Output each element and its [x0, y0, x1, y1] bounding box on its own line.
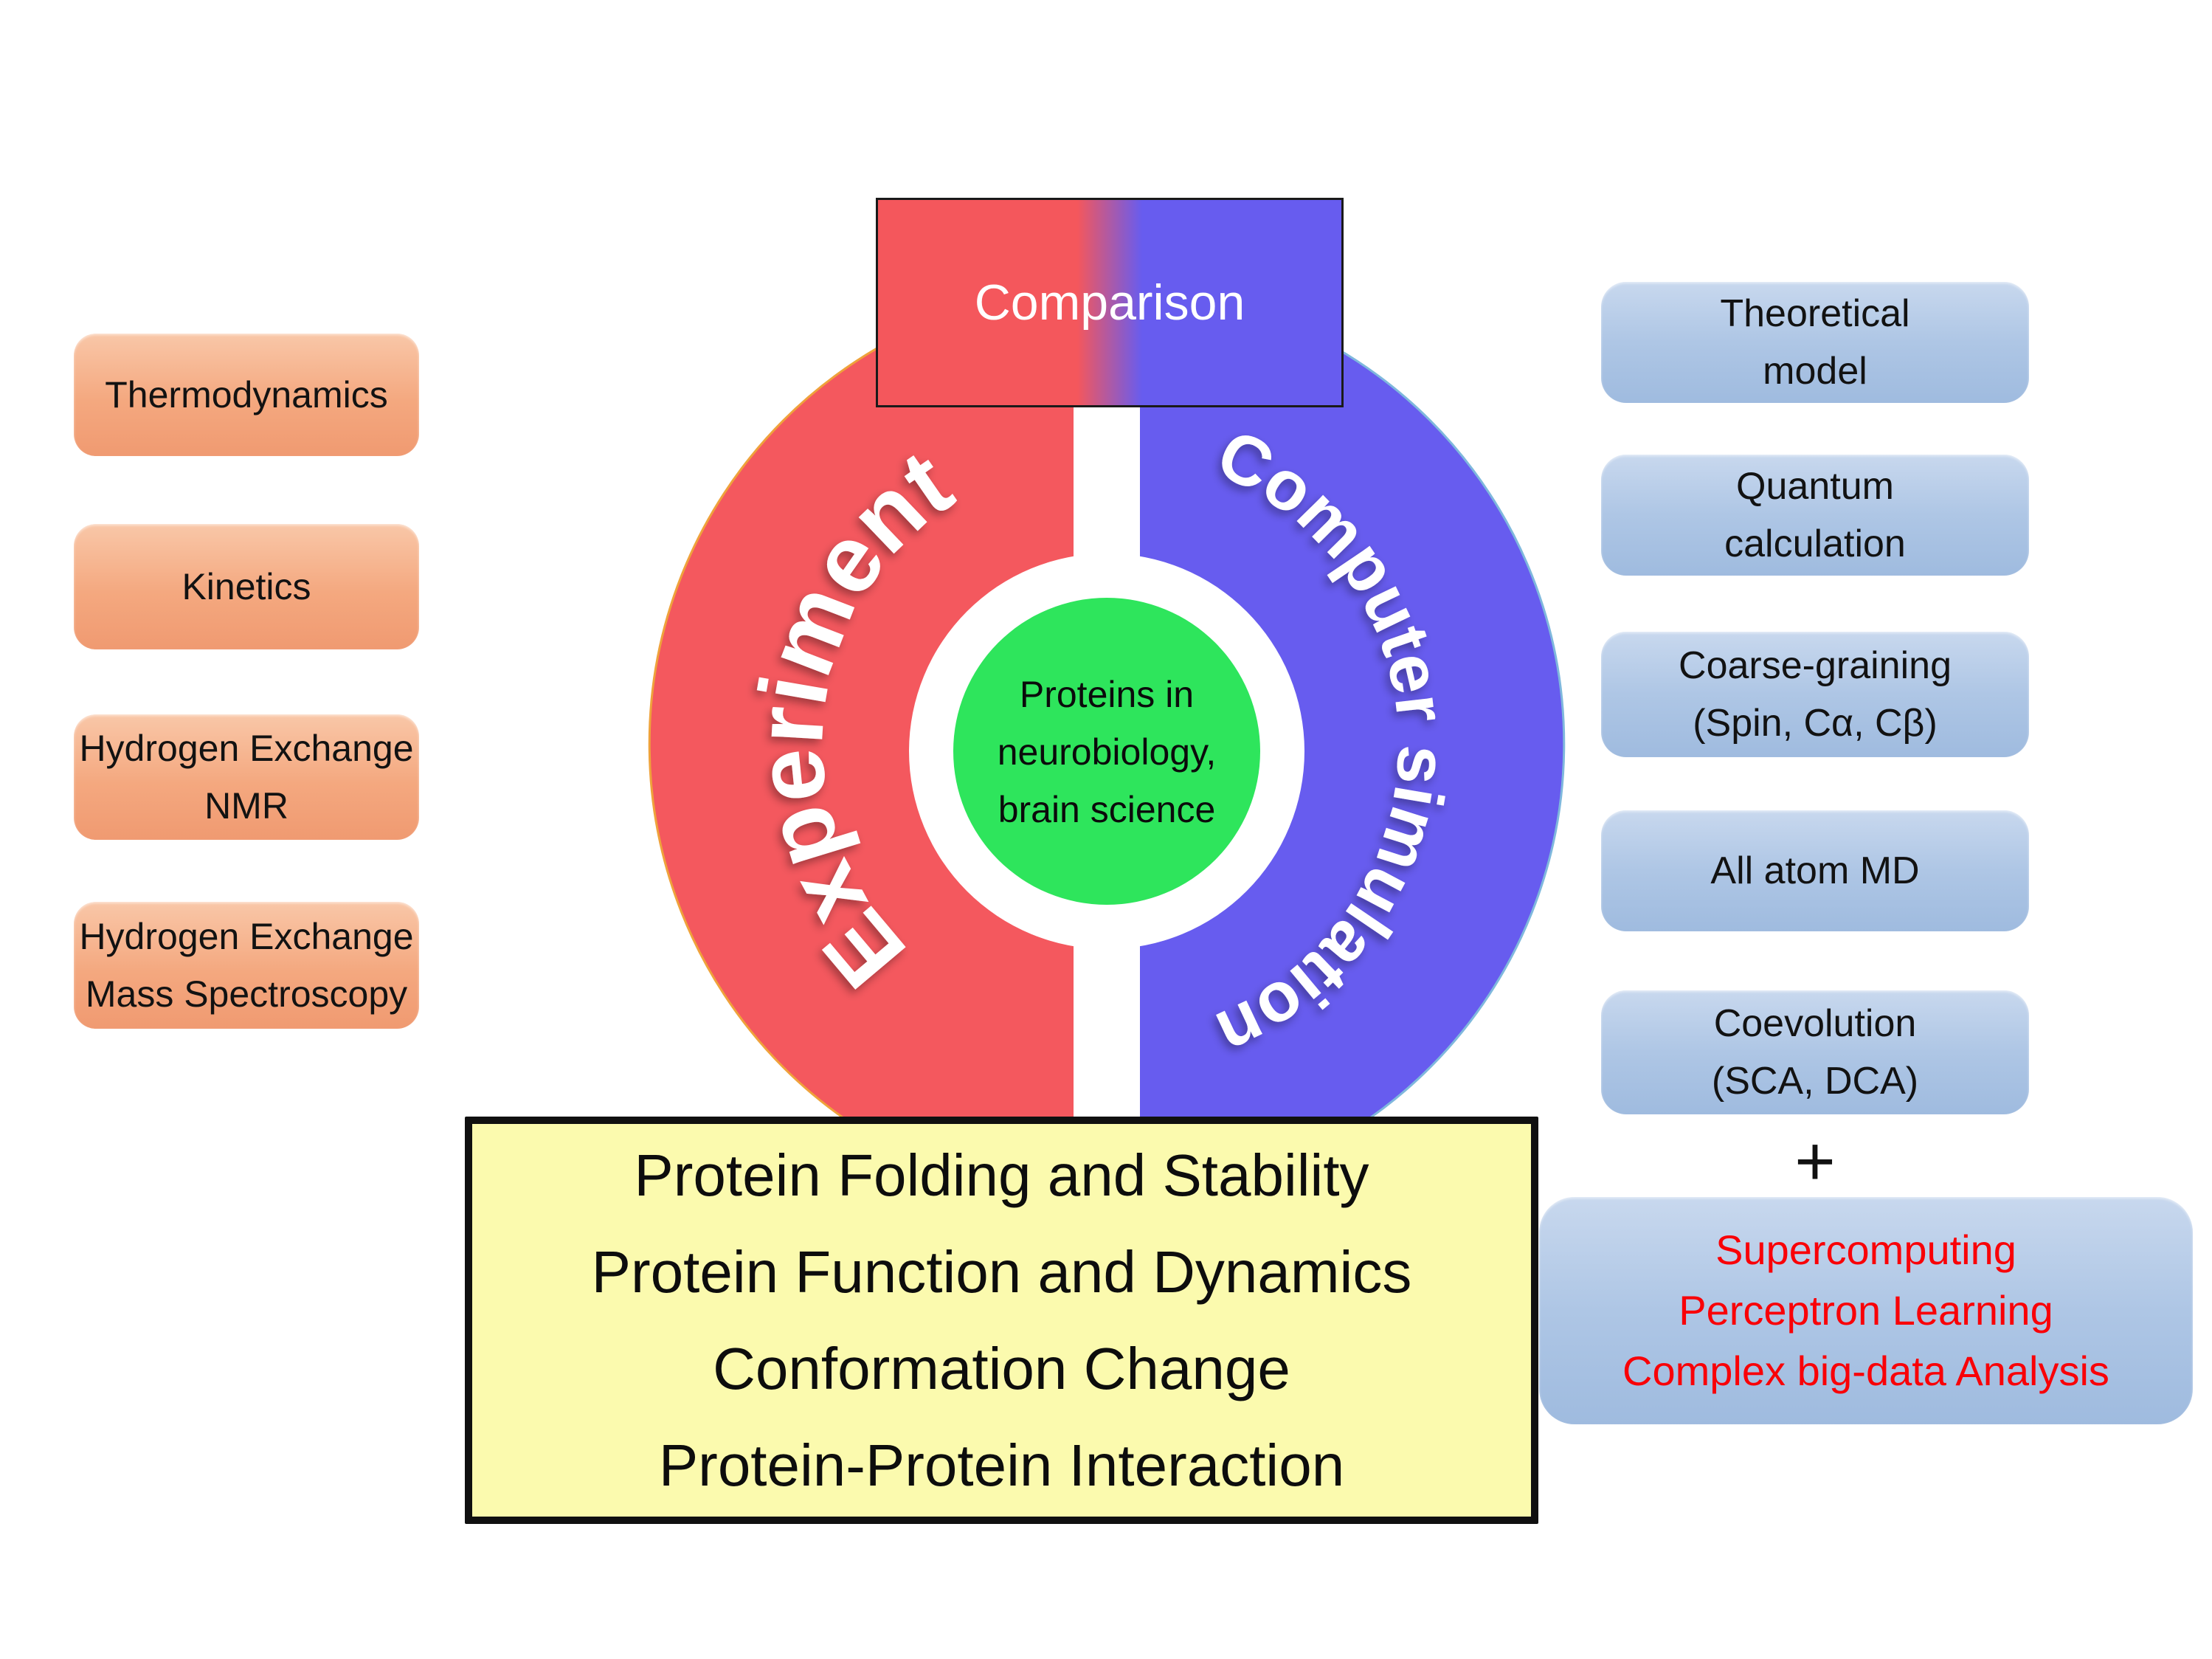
supercomputing-line: Complex big-data Analysis: [1622, 1348, 2109, 1394]
summary-line: Protein Folding and Stability: [634, 1142, 1369, 1208]
simulation-box-quantum-calculation: Quantum calculation: [1601, 455, 2029, 576]
simulation-box-coevolution: Coevolution (SCA, DCA): [1601, 990, 2029, 1114]
simulation-box-all-atom-md: All atom MD: [1601, 810, 2029, 931]
summary-line: Protein Function and Dynamics: [591, 1239, 1412, 1305]
experiment-box-thermodynamics: Thermodynamics: [74, 334, 419, 456]
simulation-box-label: calculation: [1724, 522, 1906, 565]
experiment-box-label: Kinetics: [182, 566, 311, 607]
simulation-box-label: (SCA, DCA): [1711, 1060, 1919, 1103]
center-circle: [953, 598, 1260, 905]
comparison-label: Comparison: [974, 275, 1245, 331]
supercomputing-line: Perceptron Learning: [1679, 1287, 2053, 1334]
simulation-box-label: Theoretical: [1720, 292, 1910, 335]
simulation-box-theoretical-model: Theoretical model: [1601, 282, 2029, 403]
experiment-box-kinetics: Kinetics: [74, 524, 419, 649]
comparison-box: Comparison: [876, 198, 1344, 407]
center-circle-line-2: neurobiology,: [998, 731, 1217, 773]
experiment-box-hydrogen-exchange-nmr: Hydrogen Exchange NMR: [74, 714, 419, 840]
supercomputing-line: Supercomputing: [1715, 1227, 2016, 1273]
experiment-box-hydrogen-exchange-ms: Hydrogen Exchange Mass Spectroscopy: [74, 902, 419, 1029]
supercomputing-box: Supercomputing Perceptron Learning Compl…: [1539, 1197, 2193, 1424]
center-circle-line-1: Proteins in: [1020, 674, 1194, 715]
simulation-box-label: Coevolution: [1713, 1002, 1917, 1045]
simulation-box-label: (Spin, Cα, Cβ): [1693, 702, 1938, 745]
experiment-box-label: Mass Spectroscopy: [85, 973, 408, 1015]
summary-box: Protein Folding and Stability Protein Fu…: [465, 1117, 1538, 1524]
summary-line: Protein-Protein Interaction: [658, 1432, 1345, 1498]
center-circle-line-3: brain science: [998, 789, 1216, 830]
simulation-box-label: All atom MD: [1710, 849, 1920, 892]
summary-line: Conformation Change: [713, 1336, 1290, 1401]
simulation-box-label: Quantum: [1736, 465, 1894, 508]
experiment-box-label: NMR: [204, 785, 288, 827]
plus-label: +: [1794, 1122, 1836, 1201]
experiment-box-label: Thermodynamics: [105, 374, 388, 415]
simulation-box-coarse-graining: Coarse-graining (Spin, Cα, Cβ): [1601, 632, 2029, 757]
experiment-box-label: Hydrogen Exchange: [79, 728, 414, 769]
experiment-box-label: Hydrogen Exchange: [79, 916, 414, 957]
plus-connector: +: [1601, 1122, 2029, 1201]
simulation-box-label: Coarse-graining: [1679, 644, 1952, 687]
simulation-box-label: model: [1763, 350, 1867, 393]
